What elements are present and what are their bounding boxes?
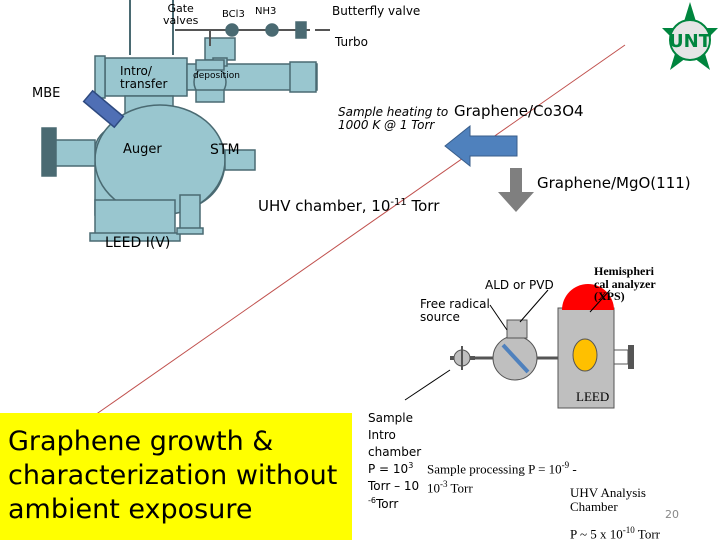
uhv-chamber-text: UHV chamber, 10 — [258, 197, 391, 215]
butterfly-valve — [295, 21, 307, 39]
ald-pvd-label: ALD or PVD — [485, 278, 554, 292]
gray-arrow — [498, 168, 534, 212]
sample-processing-exp: -9 — [561, 460, 570, 470]
unt-logo: UNT — [662, 2, 718, 70]
nh3-valve — [265, 23, 279, 37]
sample-intro-text: Sample Intro chamber P = 10 — [368, 411, 422, 477]
sample-processing-exp-2: -3 — [440, 479, 448, 489]
intro-transfer-label: Intro/ transfer — [120, 64, 168, 91]
sample-processing-label-2: 10-3 Torr — [427, 479, 473, 496]
graphene-co3o4-label: Graphene/Co3O4 — [454, 102, 584, 120]
sample-intro-text-3: Torr — [375, 496, 399, 511]
uhv-chamber-system — [41, 0, 330, 242]
sample-intro-label: Sample Intro chamber P = 103 Torr – 10 -… — [368, 410, 421, 513]
free-radical-label: Free radical source — [420, 297, 490, 324]
auger-label: Auger — [123, 142, 162, 157]
page-number: 20 — [665, 508, 679, 521]
sample-intro-text-2: Torr – 10 — [368, 479, 420, 494]
leed-iv-label: LEED I(V) — [105, 235, 171, 251]
deposition-label: deposition — [193, 71, 240, 81]
gate-valves-label: Gate valves — [163, 2, 199, 27]
hemispherical-analyzer — [562, 284, 614, 310]
graphene-mgo-label: Graphene/MgO(111) — [537, 174, 691, 192]
sample-processing-text: Sample processing P = 10 — [427, 461, 562, 477]
sample-intro-exp-2: -6 — [368, 495, 376, 505]
lower-cylinder — [94, 199, 176, 236]
bcl3-label: BCl3 — [222, 9, 245, 20]
mbe-label: MBE — [32, 86, 61, 101]
logo-text: UNT — [669, 31, 712, 52]
butterfly-valve-label: Butterfly valve — [332, 4, 421, 18]
hemispherical-analyzer-label: Hemispheri cal analyzer (XPS) — [594, 264, 656, 304]
uhv-chamber-label: UHV chamber, 10-11 Torr — [258, 197, 440, 215]
uhv-analysis-label: UHV Analysis Chamber — [570, 485, 646, 514]
intro-flange-left — [94, 55, 106, 99]
summary-callout: Graphene growth & characterization witho… — [0, 413, 352, 540]
pressure-exp: -10 — [622, 525, 635, 535]
sample-intro-exp: 3 — [408, 461, 414, 471]
stm-label: STM — [210, 142, 240, 158]
sample-processing-label: Sample processing P = 10-9 - — [427, 460, 577, 477]
diagonal-line — [94, 44, 626, 416]
callout-text: Graphene growth & characterization witho… — [8, 426, 338, 525]
turbo-label: Turbo — [335, 35, 369, 49]
blue-arrow — [444, 124, 518, 168]
nh3-label: NH3 — [255, 6, 277, 17]
sample-heating-label: Sample heating to 1000 K @ 1 Torr — [338, 105, 449, 132]
uhv-chamber-exp: -11 — [390, 197, 407, 208]
sample-processing-text-2: 10 — [427, 480, 440, 496]
leed-port — [572, 338, 598, 372]
pressure-unit: Torr — [634, 526, 660, 541]
analysis-system — [404, 284, 634, 409]
analysis-pressure-label: P ~ 5 x 10-10 Torr — [570, 525, 660, 541]
uhv-chamber-unit: Torr — [406, 197, 440, 215]
mbe-source — [82, 89, 125, 129]
ald-pvd-port — [506, 319, 528, 339]
pressure-text: P ~ 5 x 10 — [570, 526, 623, 541]
leed-label: LEED — [576, 389, 610, 404]
sample-processing-text-3: Torr — [447, 480, 473, 496]
bcl3-valve — [225, 23, 239, 37]
